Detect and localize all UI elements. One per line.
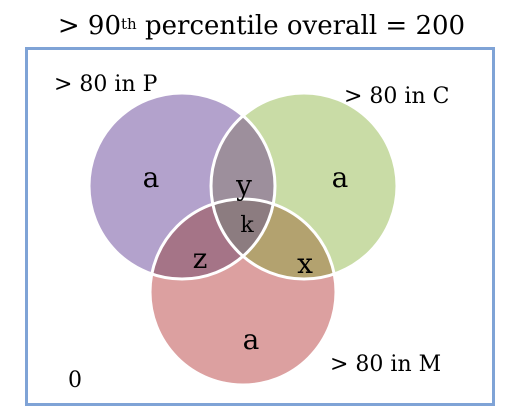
diagram-title: > 90th percentile overall = 200 <box>0 10 523 42</box>
region-p-and-c: y <box>236 169 252 202</box>
region-p-only: a <box>142 161 160 194</box>
set-label-m: > 80 in M <box>330 352 442 377</box>
circle-m-outline <box>148 197 338 387</box>
title-superscript: th <box>121 15 137 33</box>
universe-frame <box>25 47 495 406</box>
overlap-p-m <box>150 199 275 279</box>
region-p-and-m: z <box>192 242 208 275</box>
region-m-only: a <box>242 323 260 356</box>
region-all-three: k <box>240 213 254 238</box>
region-c-only: a <box>331 161 349 194</box>
set-label-c: > 80 in C <box>344 84 450 109</box>
title-prefix: > 90 <box>57 11 122 41</box>
region-c-and-m: x <box>297 247 313 280</box>
circle-c-outline <box>209 91 399 281</box>
overlap-c-m <box>211 199 336 279</box>
title-suffix: percentile overall = 200 <box>136 11 466 41</box>
region-outside: 0 <box>68 368 82 393</box>
circle-p-outline <box>87 91 277 281</box>
set-label-p: > 80 in P <box>54 72 158 97</box>
